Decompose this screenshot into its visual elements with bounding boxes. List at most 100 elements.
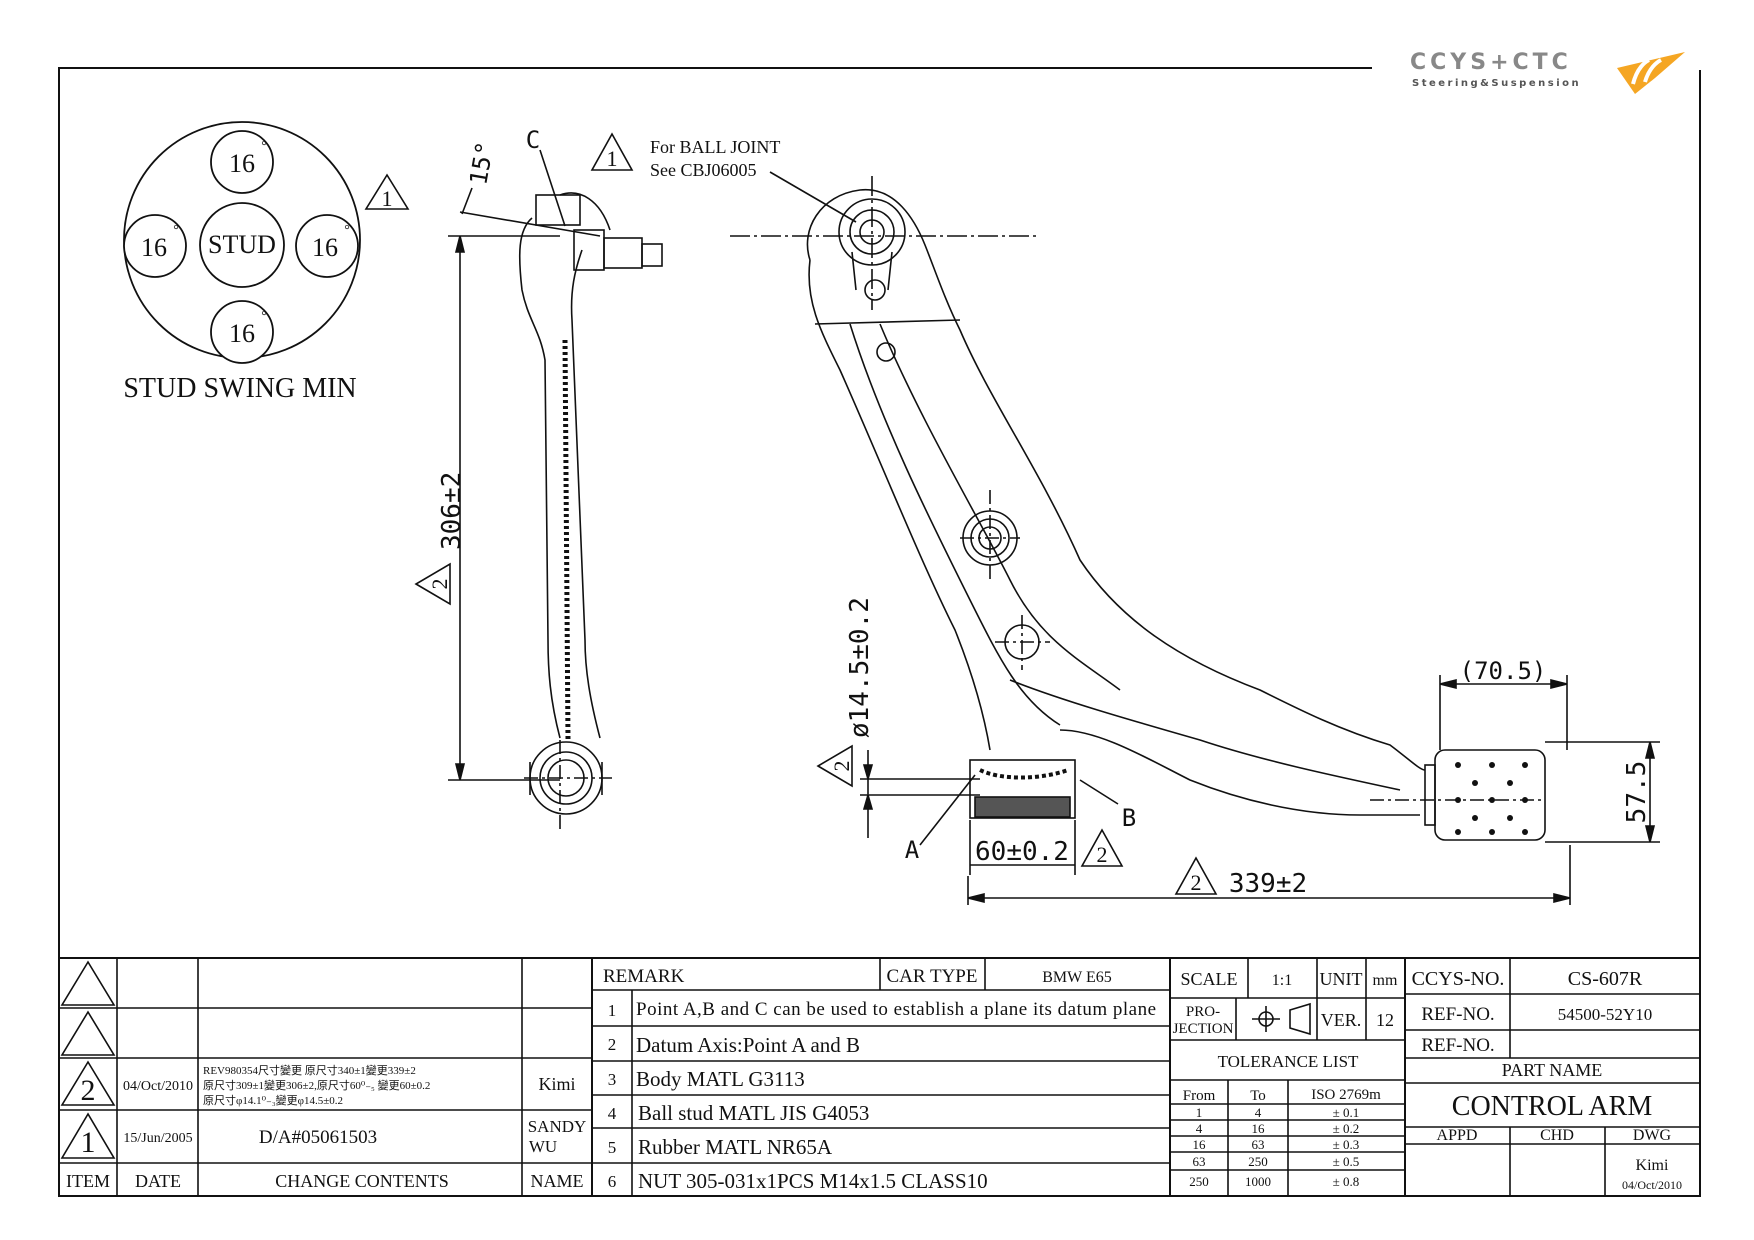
point-b-label: B (1122, 804, 1136, 832)
remark-3-text: Body MATL G3113 (636, 1067, 805, 1091)
remark-5-text: Rubber MATL NR65A (638, 1135, 833, 1159)
ref-no-label-2: REF-NO. (1421, 1035, 1494, 1056)
svg-text:2: 2 (427, 579, 452, 590)
ver-value: 12 (1376, 1010, 1394, 1030)
rev-header-date: DATE (135, 1171, 181, 1191)
swing-left: 16 (141, 233, 167, 262)
tol-row-1-from: 1 (1196, 1105, 1203, 1120)
rev-row-3-name-2: WU (529, 1137, 557, 1156)
rev-row-2-item: 2 (81, 1074, 96, 1107)
remark-6-no: 6 (608, 1172, 617, 1191)
title-block-grid (59, 958, 1700, 1196)
swing-top-deg: ° (261, 139, 267, 154)
part-name-label: PART NAME (1502, 1060, 1602, 1080)
revision-triangle-icon: 1 (590, 132, 634, 171)
point-a-label: A (905, 836, 920, 864)
ball-joint-note-1: For BALL JOINT (650, 137, 780, 157)
ref-no-label: REF-NO. (1421, 1004, 1494, 1025)
tol-header-to: To (1250, 1088, 1266, 1104)
tol-row-2-to: 16 (1252, 1121, 1266, 1136)
remark-5-no: 5 (608, 1138, 617, 1157)
tol-row-3-tol: ± 0.3 (1333, 1137, 1360, 1152)
dim-angle: 15° (464, 139, 499, 187)
swing-right-deg: ° (344, 223, 350, 238)
logo-tagline: Steering&Suspension (1412, 78, 1582, 89)
rev-row-3-name-1: SANDY (528, 1117, 587, 1136)
projection-label-1: PRO- (1186, 1004, 1220, 1020)
rev-row-2-date: 04/Oct/2010 (123, 1079, 193, 1094)
ball-joint-note-2: See CBJ06005 (650, 160, 757, 180)
rev-row-2-name: Kimi (538, 1074, 575, 1094)
stud-swing-diagram (123, 121, 361, 364)
tol-row-5-from: 250 (1189, 1174, 1209, 1189)
revision-triangle-icon: 2 (816, 744, 854, 788)
tol-row-2-from: 4 (1196, 1121, 1203, 1136)
remark-2-no: 2 (608, 1035, 617, 1054)
rev-header-name: NAME (531, 1171, 584, 1191)
remark-2-text: Datum Axis:Point A and B (636, 1033, 860, 1057)
dwg-date: 04/Oct/2010 (1622, 1178, 1682, 1192)
rev-row-3-item: 1 (81, 1126, 96, 1159)
side-view (448, 149, 663, 830)
dim-bushing-height: 57.5 (1622, 761, 1652, 824)
projection-label-2: JECTION (1173, 1021, 1234, 1037)
swing-caption: STUD SWING MIN (123, 373, 356, 404)
dim-width: 60±0.2 (975, 837, 1069, 867)
company-logo: CCYS+CTC Steering&Suspension (1410, 48, 1700, 98)
dim-length: 306±2 (437, 472, 467, 550)
tol-header-from: From (1183, 1088, 1216, 1104)
dim-diameter: ø14.5±0.2 (845, 597, 875, 738)
remark-4-text: Ball stud MATL JIS G4053 (638, 1101, 869, 1125)
dwg-label: DWG (1633, 1127, 1672, 1144)
remark-header: REMARK (603, 966, 685, 987)
rev-header-item: ITEM (66, 1171, 110, 1191)
dim-overall: 339±2 (1229, 869, 1307, 899)
rev-header-contents: CHANGE CONTENTS (275, 1171, 449, 1191)
tolerance-title: TOLERANCE LIST (1218, 1052, 1359, 1071)
scale-value: 1:1 (1272, 972, 1292, 989)
swing-center: STUD (208, 230, 276, 259)
point-c-label: C (526, 126, 540, 154)
tol-row-3-to: 63 (1252, 1137, 1265, 1152)
rev-row-3-date: 15/Jun/2005 (123, 1131, 192, 1146)
swing-top: 16 (229, 149, 255, 178)
revision-triangle-icon: 2 (1080, 828, 1124, 867)
remark-4-no: 4 (608, 1104, 617, 1123)
remark-1-text: Point A,B and C can be used to establish… (636, 999, 1156, 1020)
tol-row-5-tol: ± 0.8 (1333, 1174, 1360, 1189)
logo-mark-icon (1617, 52, 1685, 94)
chd-label: CHD (1540, 1127, 1574, 1144)
front-view (730, 171, 1660, 905)
svg-text:1: 1 (607, 146, 618, 171)
rev-row-3-contents: D/A#05061503 (259, 1127, 377, 1148)
tol-row-1-to: 4 (1255, 1105, 1262, 1120)
remark-1-no: 1 (608, 1001, 617, 1020)
svg-text:2: 2 (1097, 842, 1108, 867)
appd-label: APPD (1437, 1127, 1478, 1144)
ccys-no-value: CS-607R (1568, 968, 1643, 990)
remark-6-text: NUT 305-031x1PCS M14x1.5 CLASS10 (638, 1169, 988, 1193)
rev-row-2-contents-3: 原尺寸φ14.1⁰₋₃變更φ14.5±0.2 (203, 1093, 343, 1107)
dwg-name: Kimi (1636, 1157, 1669, 1174)
remark-3-no: 3 (608, 1070, 617, 1089)
tol-row-4-tol: ± 0.5 (1333, 1154, 1360, 1169)
ref-no-value: 54500-52Y10 (1558, 1005, 1652, 1024)
unit-label: UNIT (1320, 969, 1363, 989)
revision-triangle-icon: 2 (414, 562, 452, 606)
swing-right: 16 (312, 233, 338, 262)
swing-bottom: 16 (229, 319, 255, 348)
logo-brand: CCYS+CTC (1410, 50, 1572, 75)
tol-row-2-tol: ± 0.2 (1333, 1121, 1360, 1136)
svg-text:2: 2 (829, 761, 854, 772)
swing-bottom-deg: ° (261, 309, 267, 324)
unit-value: mm (1373, 972, 1398, 989)
rev-row-2-contents-2: 原尺寸309±1變更306±2,原尺寸60⁰₋₅ 變更60±0.2 (203, 1078, 430, 1092)
tol-header-iso: ISO 2769m (1311, 1087, 1381, 1103)
car-type-label: CAR TYPE (887, 966, 978, 987)
part-name: CONTROL ARM (1452, 1091, 1653, 1122)
tol-row-4-from: 63 (1193, 1154, 1206, 1169)
tol-row-3-from: 16 (1193, 1137, 1207, 1152)
svg-text:2: 2 (1191, 870, 1202, 895)
tol-row-1-tol: ± 0.1 (1333, 1105, 1360, 1120)
revision-triangle-icon: 1 (364, 173, 410, 211)
